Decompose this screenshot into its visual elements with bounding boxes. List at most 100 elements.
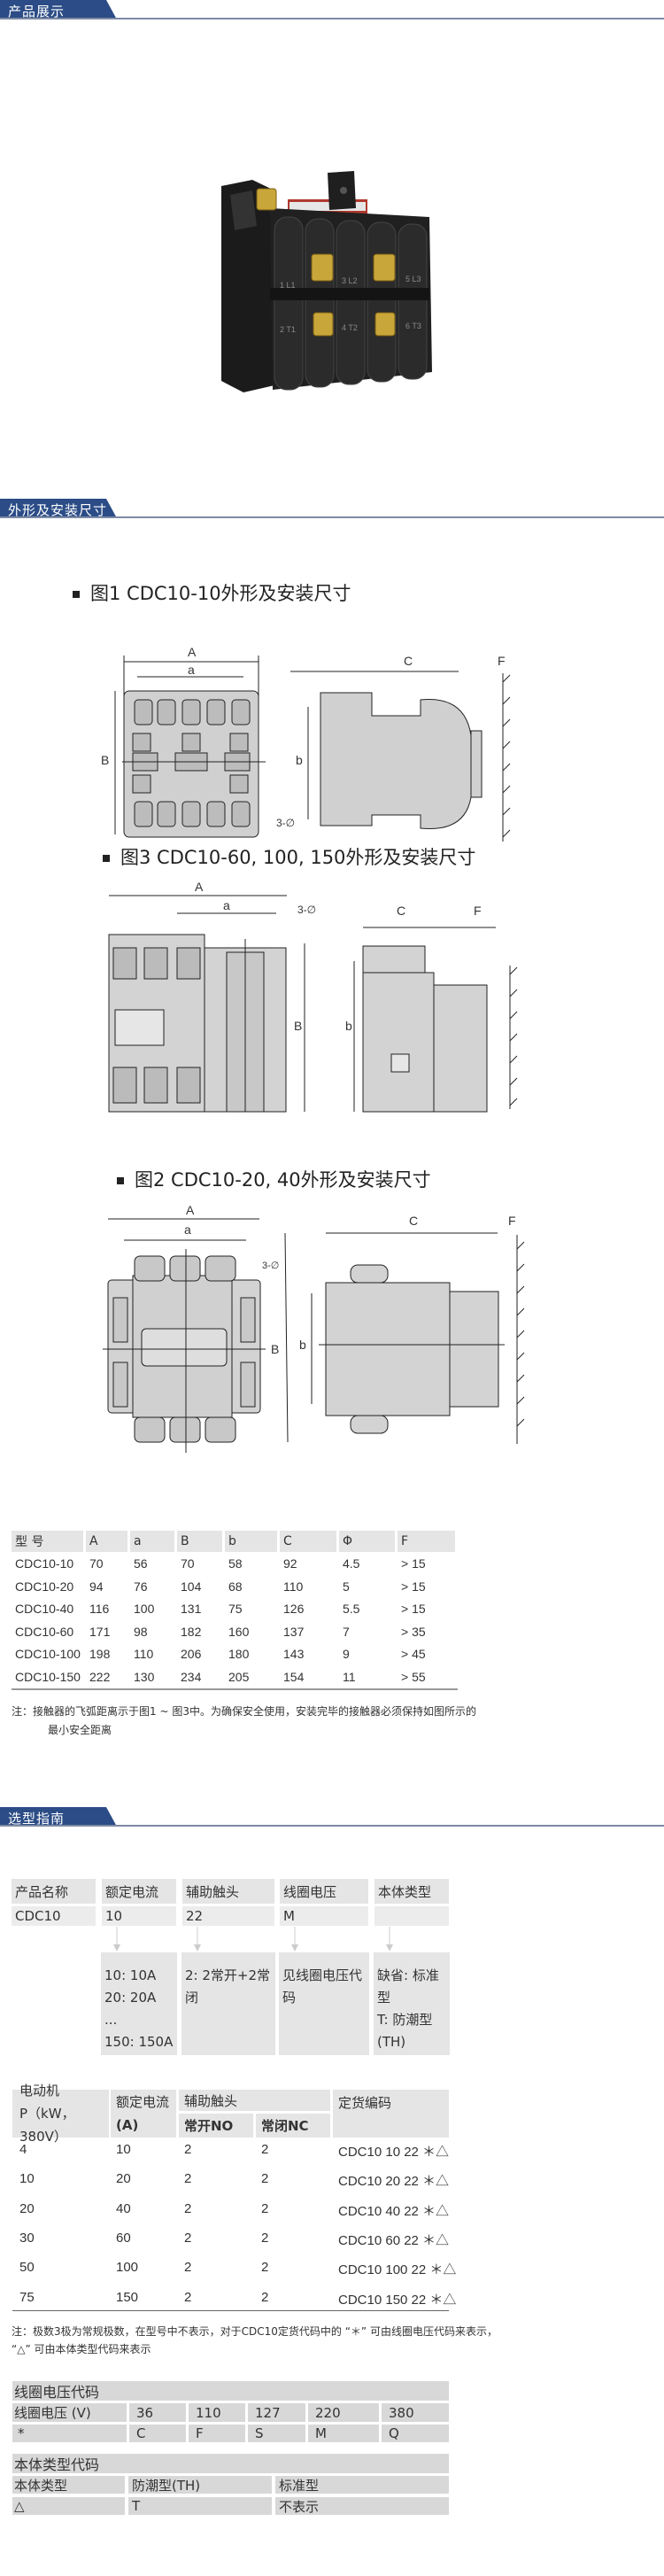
section-tab (0, 0, 117, 19)
section-title: 外形及安装尺寸 (8, 502, 108, 518)
table-cell: CDC10-60 (15, 1624, 74, 1639)
order-code-note: 注：极数3极为常规极数，在型号中不表示，对于CDC10定货代码中的 “＊” 可由… (12, 2323, 498, 2358)
selection-header-cell: 线圈电压 (280, 1879, 368, 1904)
table-cell: 131 (181, 1602, 202, 1616)
svg-text:2 T1: 2 T1 (280, 325, 296, 334)
dim-label-A: A (186, 1203, 195, 1217)
arrow-down-icon (385, 1927, 394, 1951)
table-cell: 222 (89, 1669, 111, 1684)
dim-label-a: a (188, 663, 195, 677)
aux-contact-header: 辅助触头 (179, 2090, 330, 2111)
table-cell: 5.5 (343, 1602, 360, 1616)
selection-header-cell: 辅助触头 (182, 1879, 274, 1904)
table-cell: 9 (343, 1647, 350, 1661)
table-cell: 70 (181, 1556, 195, 1571)
body-table-title: 本体类型代码 (12, 2454, 449, 2473)
table-cell: 2 (184, 2142, 192, 2157)
svg-text:5 L3: 5 L3 (405, 275, 421, 283)
dim-label-A: A (195, 880, 204, 894)
table-cell: 100 (116, 2260, 139, 2276)
dim-label-a: a (223, 898, 230, 912)
table-cell: 58 (228, 1556, 243, 1571)
figure-1-title: 图1 CDC10-10外形及安装尺寸 (73, 579, 351, 606)
table-cell: 20 (19, 2200, 35, 2216)
dim-label-F: F (498, 654, 506, 668)
table-cell: 10 (116, 2142, 131, 2157)
table-cell: 137 (283, 1624, 305, 1639)
coil-voltage-cell: 220 (308, 2403, 379, 2422)
table-cell: 94 (89, 1579, 104, 1594)
table-cell: 4 (19, 2142, 27, 2157)
coil-table-title: 线圈电压代码 (12, 2381, 449, 2401)
figure-2-drawing: A a B b C F 3-∅ (89, 1203, 584, 1453)
coil-code-cell: M (308, 2425, 379, 2442)
table-header-cell: F (398, 1531, 455, 1552)
bullet-icon (103, 855, 110, 862)
table-header-cell: A (86, 1531, 127, 1552)
figure-3-title: 图3 CDC10-60, 100, 150外形及安装尺寸 (103, 843, 475, 870)
dim-label-F: F (474, 904, 482, 918)
table-cell: 30 (19, 2230, 35, 2246)
table-cell: 2 (184, 2171, 192, 2187)
rated-current-header: 额定电流 (A) (111, 2090, 176, 2138)
table-header-cell: B (177, 1531, 222, 1552)
header-line: (A) (116, 2117, 139, 2133)
figure-3-drawing: A a B b C F 3-∅ (89, 877, 584, 1116)
table-cell: 110 (134, 1647, 154, 1661)
table-cell: 100 (134, 1602, 155, 1616)
table-cell: 2 (261, 2260, 269, 2276)
table-cell: 92 (283, 1556, 297, 1571)
dim-label-b: b (299, 1338, 306, 1352)
table-cell: CDC10-10 (15, 1556, 74, 1571)
table-cell: > 35 (401, 1624, 426, 1639)
detail-line: 缺省: 标准型 (377, 1967, 439, 2006)
coil-code-cell: S (248, 2425, 305, 2442)
selection-value-cell: M (280, 1906, 368, 1926)
table-cell: 2 (261, 2171, 269, 2187)
table-cell: 2 (184, 2260, 192, 2276)
dim-label-C: C (404, 654, 413, 668)
dim-label-A: A (188, 645, 197, 659)
no-header: 常开NO (179, 2114, 253, 2138)
body-type-cell: 本体类型 (12, 2476, 125, 2494)
table-cell: CDC10 20 22 ＊△ (338, 2174, 450, 2190)
table-cell: 2 (261, 2142, 269, 2157)
coil-voltage-cell: 线圈电压 (V) (12, 2403, 127, 2422)
table-cell: CDC10 150 22 ＊△ (338, 2292, 457, 2308)
table-cell: CDC10-40 (15, 1602, 74, 1616)
arrow-down-icon (112, 1927, 121, 1951)
coil-code-cell: * (12, 2425, 127, 2442)
table-bottom-rule (12, 1688, 458, 1690)
dim-label-F: F (508, 1214, 516, 1228)
dim-label-b: b (296, 753, 303, 767)
note-line: “△” 可由本体类型代码来表示 (12, 2343, 151, 2355)
table-cell: CDC10 10 22 ＊△ (338, 2145, 450, 2160)
table-cell: 2 (261, 2200, 269, 2216)
table-cell: 198 (89, 1647, 111, 1661)
header-line: P（kW，380V） (19, 2106, 75, 2145)
table-cell: 2 (261, 2230, 269, 2246)
table-cell: 50 (19, 2260, 35, 2276)
detail-line: ... (104, 2012, 118, 2028)
table-cell: > 55 (401, 1669, 426, 1684)
table-cell: CDC10 100 22 ＊△ (338, 2262, 457, 2278)
coil-code-cell: Q (382, 2425, 449, 2442)
detail-line: T: 防潮型(TH) (377, 2012, 433, 2050)
selection-value-cell: 22 (182, 1906, 274, 1926)
arrow-down-icon (290, 1927, 299, 1951)
coil-code-cell: C (129, 2425, 186, 2442)
divider (0, 516, 664, 518)
table-cell: 20 (116, 2171, 131, 2187)
body-type-cell: 标准型 (275, 2476, 449, 2494)
table-cell: 126 (283, 1602, 305, 1616)
header-line: 额定电流 (116, 2094, 170, 2110)
table-cell: 143 (283, 1647, 305, 1661)
table-cell: 2 (184, 2230, 192, 2246)
svg-text:4 T2: 4 T2 (342, 323, 358, 332)
detail-line: 见线圈电压代码 (282, 1967, 363, 2006)
table-cell: 234 (181, 1669, 202, 1684)
table-cell: 154 (283, 1669, 305, 1684)
